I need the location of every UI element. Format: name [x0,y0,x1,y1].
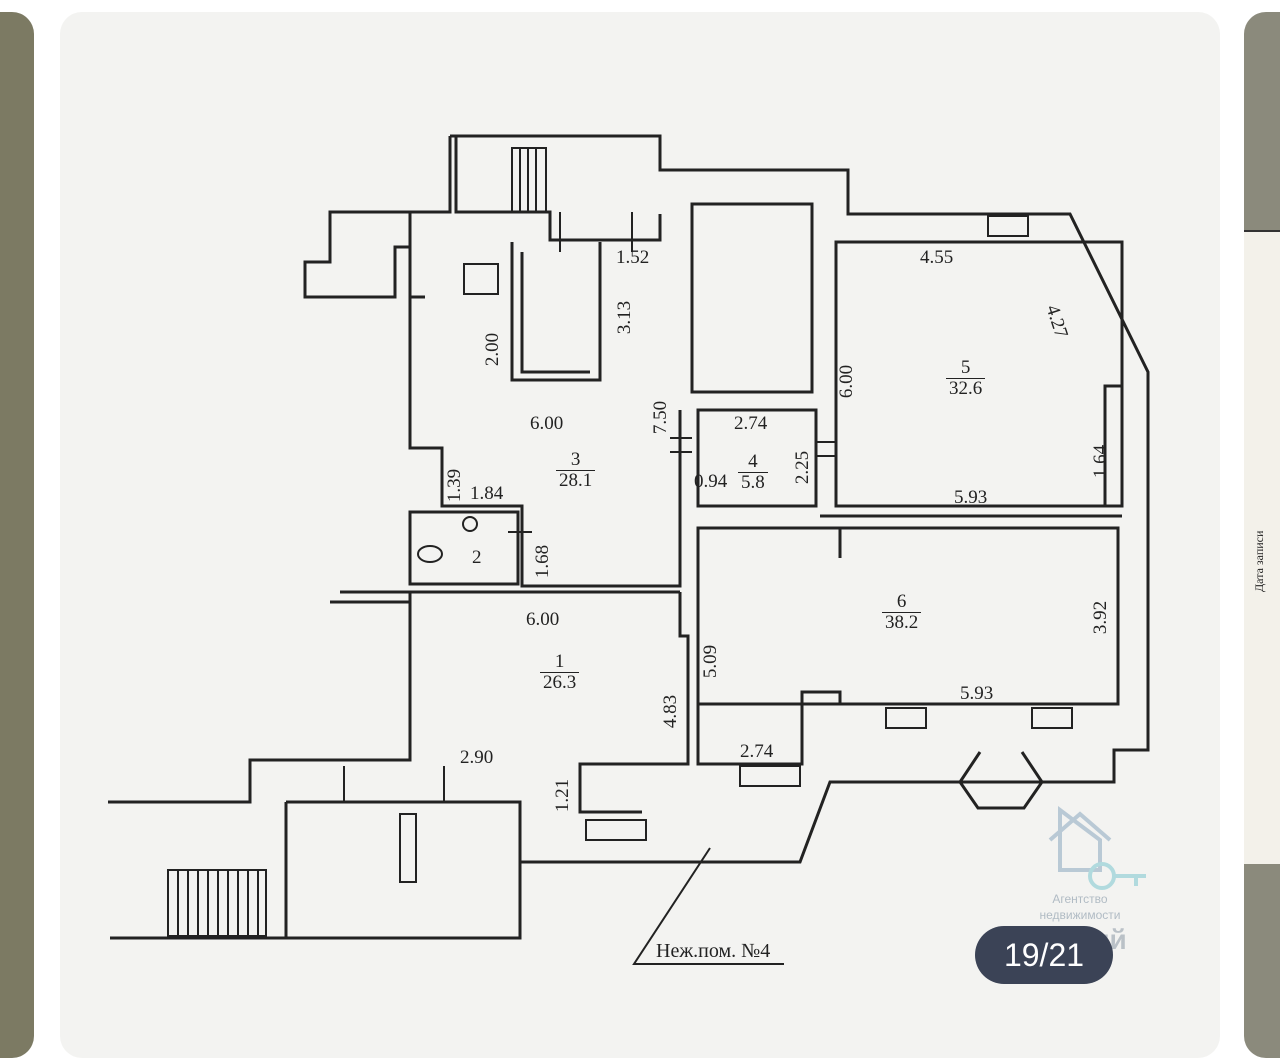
dim-0-94: 0.94 [694,471,728,492]
dim-1-39: 1.39 [444,468,466,503]
next-image-card[interactable]: Дата записи [1244,12,1280,1058]
dim-5-93-top: 5.93 [954,487,988,508]
room-area: 32.6 [949,377,983,399]
house-key-logo [1048,806,1146,890]
sink-symbol [462,516,478,532]
dim-6-00-room3: 6.00 [530,413,564,434]
floor-plan-drawing [108,134,1150,965]
entrance-bay [958,751,1044,810]
watermark-line2: недвижимости [1039,907,1121,922]
room-number: 5 [946,358,986,379]
room-upper-walls [510,242,602,382]
room-area: 5.8 [741,471,765,493]
room-5-label: 5 32.6 [946,358,986,399]
room-2-label: 2 [472,547,482,568]
room-6-south-wall [696,690,842,766]
dim-6-00-room1: 6.00 [526,609,560,630]
dim-1-64: 1.64 [1090,444,1112,479]
room-1-east-wall [578,592,690,814]
dim-5-09: 5.09 [700,644,722,679]
room-2-walls [408,510,520,586]
room-number: 3 [556,450,596,471]
next-image-document: Дата записи [1244,230,1280,864]
outer-wall-west [303,136,452,299]
room-1-label: 1 26.3 [540,652,580,693]
dim-2-74-bottom: 2.74 [740,741,774,762]
dim-4-55: 4.55 [920,247,954,268]
room-area: 38.2 [885,611,919,633]
dim-3-92: 3.92 [1090,600,1112,635]
dim-2-25: 2.25 [792,450,814,485]
dim-4-83: 4.83 [660,694,682,729]
floor-plan-image: 3 28.1 4 5.8 5 32.6 6 38.2 1 26.3 2 1.52… [60,12,1220,1058]
next-image-doc-label: Дата записи [1252,530,1266,592]
room-1-walls [108,592,412,804]
annex-wall [454,136,662,242]
room-area: 26.3 [543,671,577,693]
dim-7-50: 7.50 [650,400,672,435]
previous-image-card[interactable] [0,12,34,1058]
dim-2-74-room4: 2.74 [734,413,768,434]
watermark-line1: Агентство [1052,892,1108,906]
shaft-room [690,202,814,394]
room-5-east-wall [1103,242,1124,506]
outer-wall [110,134,1150,940]
caption-leader [632,847,784,965]
dim-2-90: 2.90 [460,747,494,768]
room-area: 28.1 [559,469,593,491]
dim-3-13: 3.13 [614,300,636,335]
dim-2-00: 2.00 [482,332,504,367]
dim-5-93-bottom: 5.93 [960,683,994,704]
watermark-subtitle: Агентство недвижимости [1030,892,1130,923]
room-3-label: 3 28.1 [556,450,596,491]
room-number: 6 [882,592,922,613]
image-counter: 19/21 [975,926,1113,984]
dim-1-52: 1.52 [616,247,650,268]
room-number: 1 [540,652,580,673]
room-6-label: 6 38.2 [882,592,922,633]
dim-1-84: 1.84 [470,483,504,504]
room-4-label: 4 5.8 [738,452,768,493]
stairs [167,147,547,937]
room-4-walls [696,408,818,508]
room-3-walls [408,302,682,588]
door-ticks [343,212,836,802]
south-lobby [284,800,522,940]
dim-1-68: 1.68 [532,544,554,579]
room-number: 4 [738,452,768,473]
room-upper-walls-2 [520,252,590,374]
windows [463,215,1073,841]
dim-1-21: 1.21 [552,778,574,813]
room-6-walls [696,526,1120,706]
dim-6-00-vertical: 6.00 [836,364,858,399]
toilet-symbol [417,545,443,563]
plan-caption: Неж.пом. №4 [656,940,771,962]
